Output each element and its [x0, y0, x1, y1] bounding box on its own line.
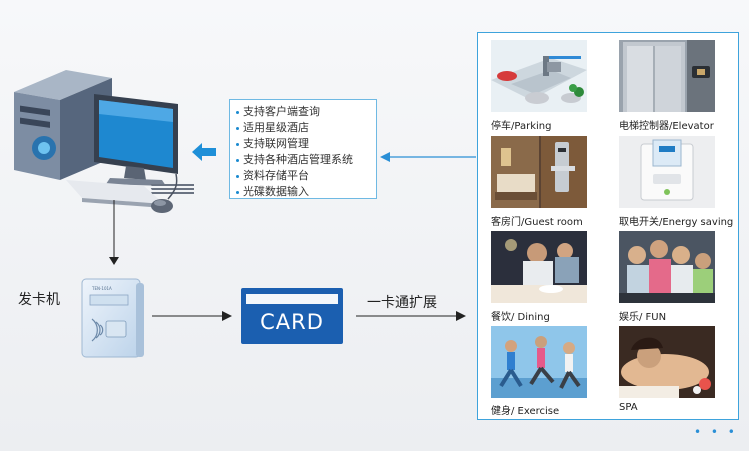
application-caption: 健身/ Exercise: [491, 406, 560, 417]
application-caption: 停车/Parking: [491, 121, 552, 132]
exercise-photo-icon: [491, 326, 587, 398]
card-issuer-device-icon: [81, 278, 144, 358]
dining-photo-icon: [491, 231, 587, 303]
application-caption: 取电开关/Energy saving: [619, 217, 734, 228]
feature-list-box: 支持客户端查询 适用星级酒店 支持联网管理 支持各种酒店管理系统 资料存储平台 …: [229, 99, 377, 199]
blue-arrow-left-icon: [192, 143, 216, 161]
issuer-model-label: TEN-101A: [92, 286, 112, 291]
more-dots-indicator: • • •: [694, 425, 738, 439]
application-caption: 电梯控制器/Elevator: [619, 121, 714, 132]
card-graphic: CARD: [241, 288, 343, 344]
card-text: CARD: [260, 310, 324, 334]
application-caption: 客房门/Guest room: [491, 217, 583, 228]
card-issuer-label: 发卡机: [18, 292, 60, 308]
door-lock-photo-icon: [491, 136, 587, 208]
energy-switch-photo-icon: [619, 136, 715, 208]
elevator-photo-icon: [619, 40, 715, 112]
feature-item: 支持各种酒店管理系统: [236, 152, 376, 168]
application-caption: 餐饮/ Dining: [491, 312, 550, 323]
arrow-down: [109, 200, 119, 265]
arrow-right-to-card: [152, 311, 232, 321]
card-magnetic-stripe: [246, 294, 338, 304]
computer-icon: [14, 70, 194, 213]
fun-photo-icon: [619, 231, 715, 303]
applications-panel: 停车/Parking 电梯控制器/Elevator 客房门/Guest room: [477, 32, 739, 420]
feature-item: 支持联网管理: [236, 136, 376, 152]
arrow-left-to-features: [380, 152, 476, 162]
feature-item: 光碟数据输入: [236, 184, 376, 200]
feature-item: 支持客户端查询: [236, 104, 376, 120]
application-caption: 娱乐/ FUN: [619, 312, 667, 323]
extension-label: 一卡通扩展: [367, 295, 437, 311]
application-caption: SPA: [619, 402, 638, 413]
feature-item: 适用星级酒店: [236, 120, 376, 136]
feature-item: 资料存储平台: [236, 168, 376, 184]
spa-photo-icon: [619, 326, 715, 398]
parking-photo-icon: [491, 40, 587, 112]
arrow-right-to-panel: [356, 311, 466, 321]
